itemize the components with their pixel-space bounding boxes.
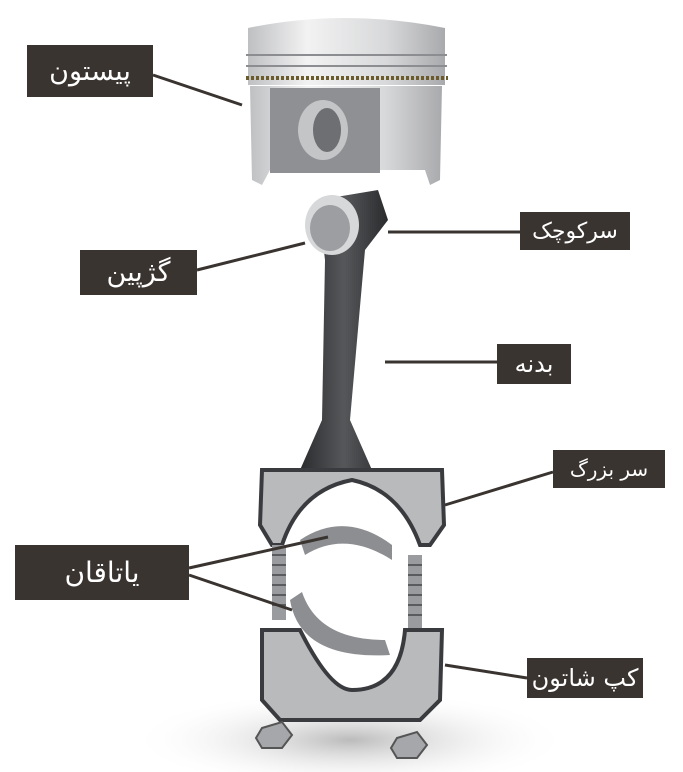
rod-cap [260, 628, 445, 722]
bolts [272, 545, 422, 633]
label-small-end: سرکوچک [520, 212, 630, 250]
label-gudgeon-pin: گژپین [80, 250, 197, 295]
label-bearing: یاتاقان [15, 545, 189, 600]
connecting-rod [257, 190, 447, 547]
label-body: بدنه [497, 344, 571, 384]
floor-shadow [130, 690, 570, 772]
leader-lines [152, 73, 554, 680]
label-big-end: سر بزرگ [553, 450, 665, 488]
label-rod-cap: کپ شاتون [527, 658, 643, 698]
label-piston: پیستون [27, 45, 153, 97]
nuts [254, 720, 429, 759]
bearing-shells [290, 526, 392, 656]
piston [246, 18, 448, 185]
